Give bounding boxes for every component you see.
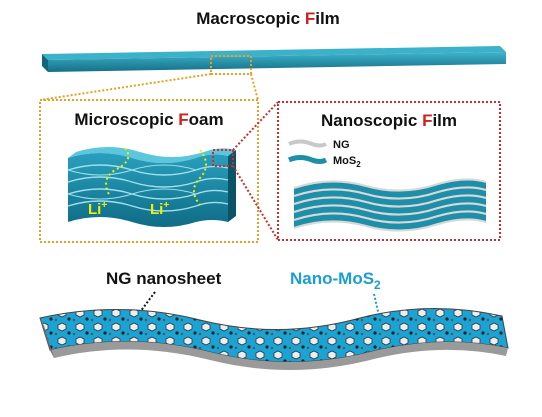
left-panel-title-rest: oam bbox=[189, 110, 224, 129]
li-ion-label-2: Li+ bbox=[150, 200, 169, 218]
li-ion-1-charge: + bbox=[101, 200, 107, 211]
legend-mos2-label: MoS2 bbox=[333, 155, 361, 169]
title-accent: F bbox=[305, 9, 315, 28]
nano-mos2-sub: 2 bbox=[374, 278, 381, 292]
li-ion-label-1: Li+ bbox=[88, 200, 107, 218]
left-panel-title: Microscopic Foam bbox=[74, 110, 223, 129]
li-ion-2-charge: + bbox=[163, 200, 169, 211]
left-panel-title-main: Microscopic bbox=[74, 110, 178, 129]
foam-block bbox=[67, 147, 236, 227]
li-ion-1-symbol: Li bbox=[88, 201, 101, 218]
right-panel-title-accent: F bbox=[422, 111, 432, 130]
right-panel-title: Nanoscopic Film bbox=[321, 111, 457, 130]
legend-ng-label: NG bbox=[333, 139, 350, 151]
legend-ng-swatch bbox=[288, 139, 327, 148]
film-zoom-box bbox=[210, 55, 252, 75]
title-rest: ilm bbox=[315, 9, 340, 28]
foam-zoom-line-top bbox=[232, 101, 279, 151]
legend-mos2-main: MoS bbox=[333, 155, 356, 167]
mos2-pointer-line bbox=[373, 293, 381, 321]
zoom-line-left bbox=[39, 73, 212, 101]
legend-mos2-sub: 2 bbox=[356, 160, 361, 169]
right-panel-title-main: Nanoscopic bbox=[321, 111, 422, 130]
foam-zoom-line-bottom bbox=[232, 165, 279, 241]
right-panel-title-rest: ilm bbox=[432, 111, 457, 130]
macroscopic-film bbox=[42, 46, 506, 72]
legend-mos2-swatch bbox=[287, 155, 328, 164]
nano-mos2-main: Nano-MoS bbox=[290, 269, 374, 288]
ion-path-right bbox=[193, 149, 207, 206]
foam-zoom-box bbox=[212, 149, 234, 167]
nanosheet-ribbon bbox=[39, 307, 509, 370]
title: Macroscopic Film bbox=[196, 9, 340, 28]
layered-stack bbox=[293, 178, 487, 232]
zoom-line-right bbox=[250, 73, 259, 101]
left-panel-frame bbox=[39, 99, 259, 243]
li-ion-2-symbol: Li bbox=[150, 201, 163, 218]
nano-mos2-label: Nano-MoS2 bbox=[290, 269, 381, 292]
left-panel-title-accent: F bbox=[178, 110, 188, 129]
ng-nanosheet-label: NG nanosheet bbox=[106, 269, 222, 288]
title-main: Macroscopic bbox=[196, 9, 305, 28]
